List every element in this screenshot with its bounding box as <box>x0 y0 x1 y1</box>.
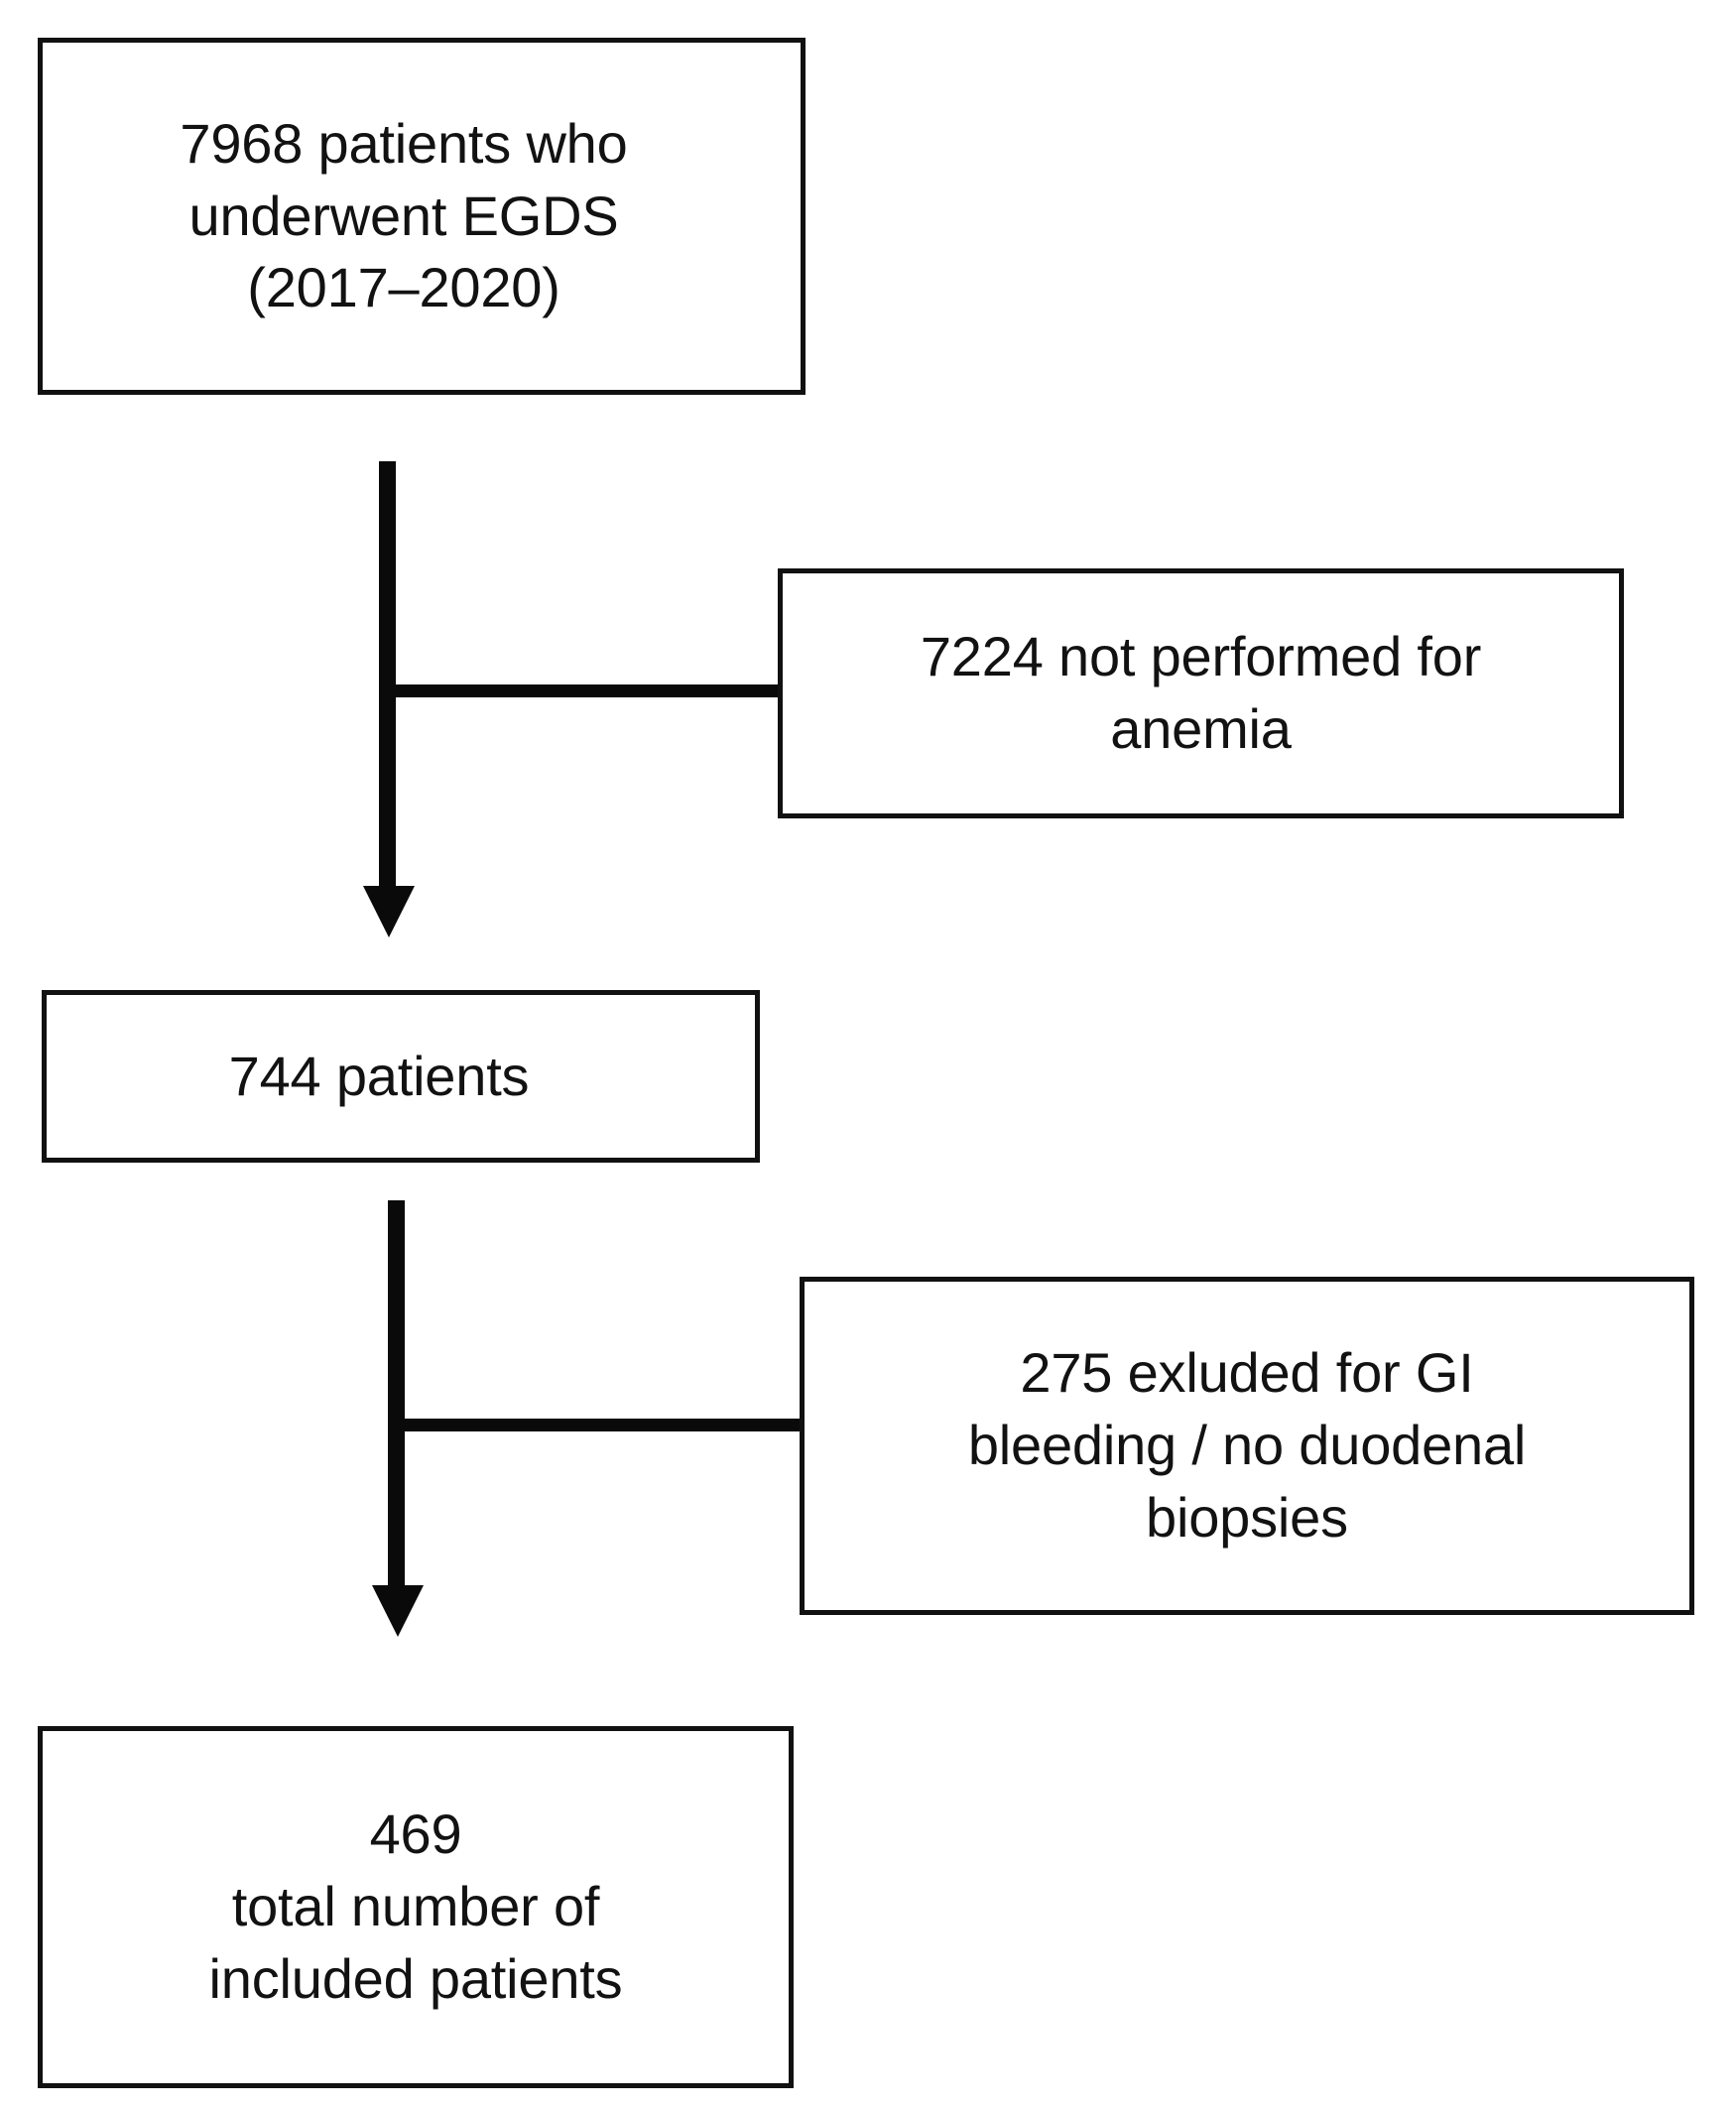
node-included-box: 469 total number of included patients <box>38 1726 794 2088</box>
connector-1-arrowhead-icon <box>363 886 415 937</box>
node-included-label: 469 total number of included patients <box>208 1802 623 2010</box>
node-cohort-box: 7968 patients who underwent EGDS (2017–2… <box>38 38 806 395</box>
node-excluded-anemia-label: 7224 not performed for anemia <box>920 625 1482 760</box>
node-remaining-744-box: 744 patients <box>42 990 760 1163</box>
connector-2-vertical-line <box>388 1200 405 1589</box>
node-excluded-gi-box: 275 exluded for GI bleeding / no duodena… <box>800 1277 1694 1615</box>
connector-1-branch-line <box>379 684 782 697</box>
connector-1-vertical-line <box>379 461 396 890</box>
node-remaining-744-label: 744 patients <box>228 1044 530 1107</box>
node-excluded-gi-label: 275 exluded for GI bleeding / no duodena… <box>967 1341 1527 1549</box>
node-cohort-label: 7968 patients who underwent EGDS (2017–2… <box>180 111 628 319</box>
connector-2-branch-line <box>388 1419 805 1431</box>
node-excluded-anemia-box: 7224 not performed for anemia <box>778 568 1624 818</box>
connector-2-arrowhead-icon <box>372 1585 424 1637</box>
